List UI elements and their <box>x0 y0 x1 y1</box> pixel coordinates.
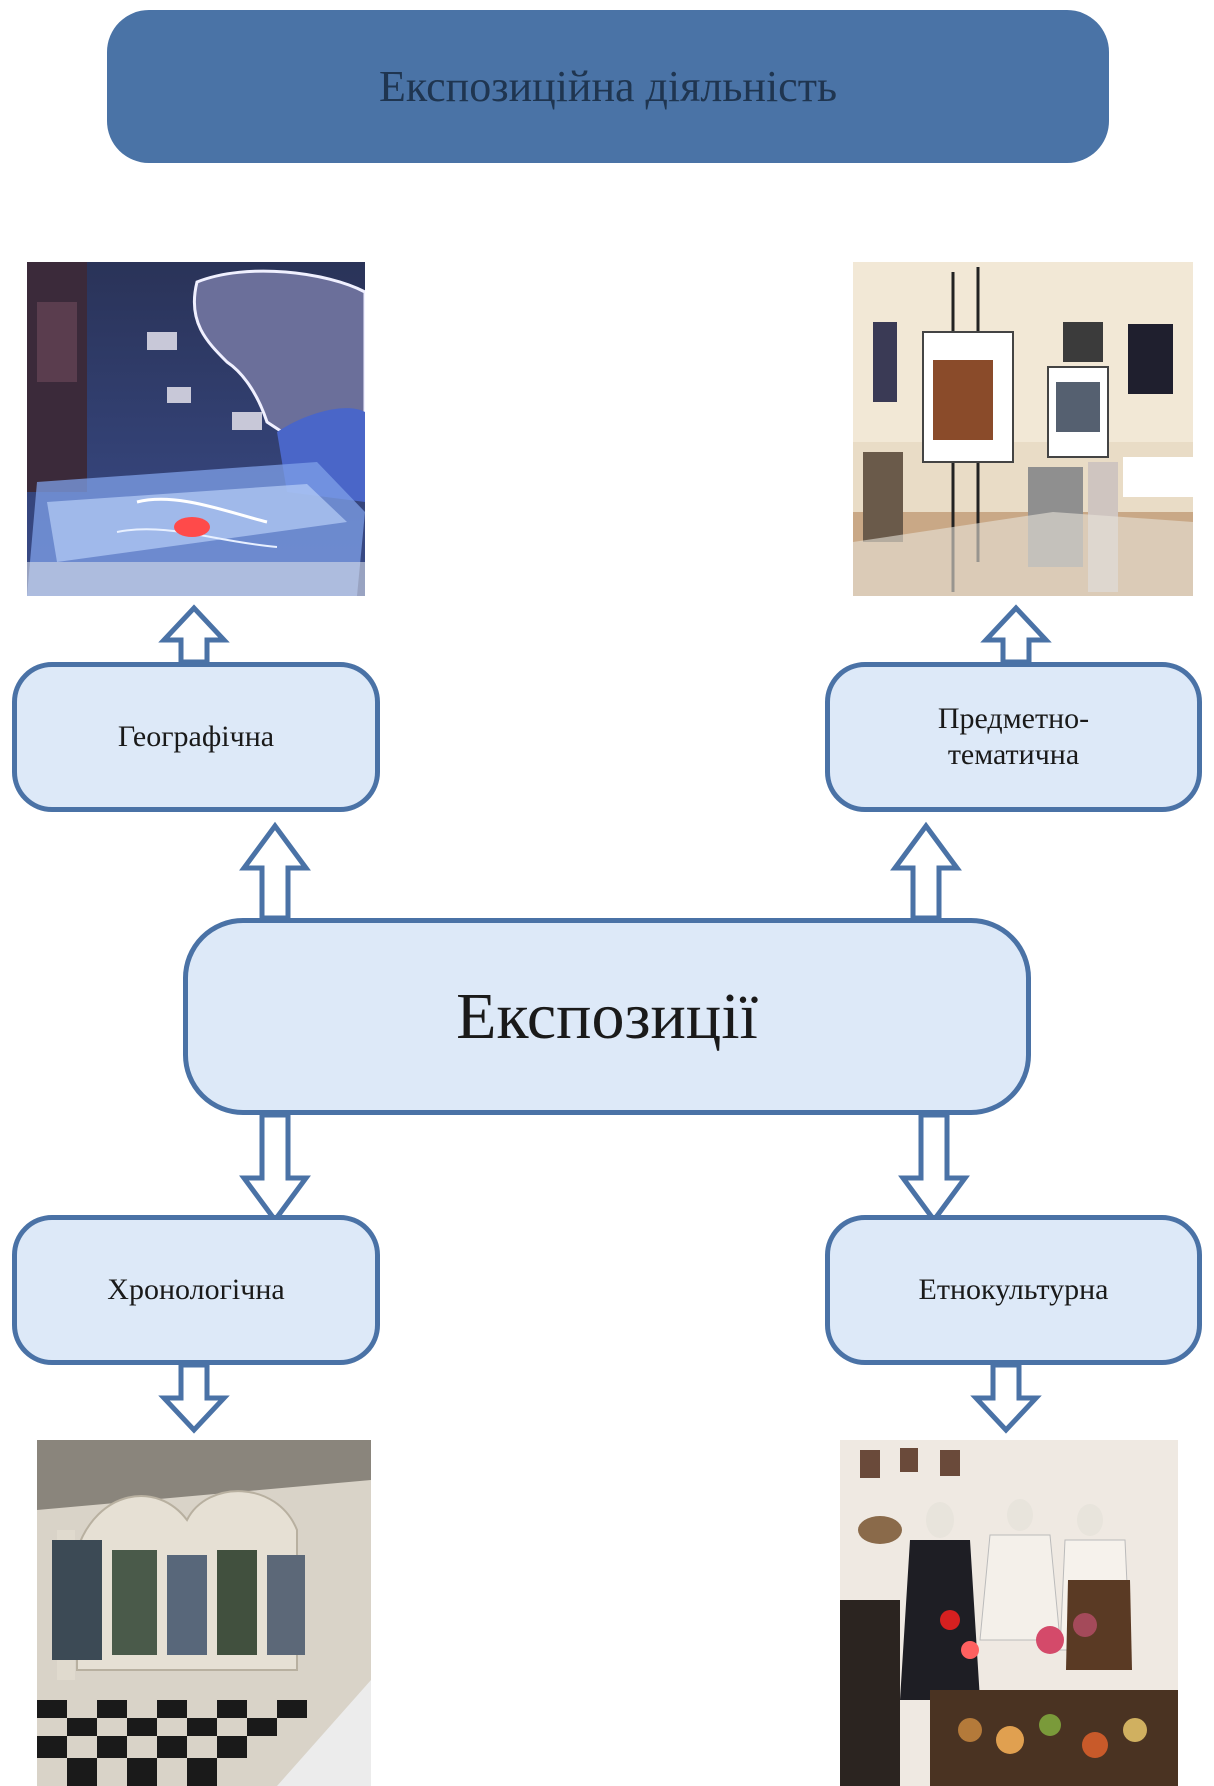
title-banner: Експозиційна діяльність <box>107 10 1109 163</box>
arrow-down-ethnocultural <box>898 1112 970 1225</box>
arrow-up-subject <box>890 821 962 921</box>
node-geographic-label: Географічна <box>117 720 275 753</box>
arrow-down-chronological <box>239 1112 311 1225</box>
photo-geographic <box>27 262 365 596</box>
arrow-up-geographic-photo <box>158 604 230 665</box>
node-subject-thematic: Предметно-тематична <box>825 662 1202 812</box>
node-center: Експозиції <box>183 918 1031 1115</box>
node-center-label: Експозиції <box>456 979 758 1053</box>
photo-ethnocultural <box>840 1440 1178 1786</box>
node-subject-thematic-label: Предметно-тематична <box>937 702 1090 771</box>
node-chronological: Хронологічна <box>12 1215 380 1365</box>
photo-subject-thematic <box>853 262 1193 596</box>
photo-chronological <box>37 1440 371 1786</box>
arrow-down-ethnocultural-photo <box>970 1362 1042 1434</box>
arrow-up-subject-photo <box>980 604 1052 665</box>
node-chronological-label: Хронологічна <box>107 1273 285 1306</box>
diagram-title: Експозиційна діяльність <box>378 62 838 111</box>
node-geographic: Географічна <box>12 662 380 812</box>
arrow-down-chronological-photo <box>158 1362 230 1434</box>
node-ethnocultural-label: Етнокультурна <box>918 1273 1109 1306</box>
arrow-up-geographic <box>239 821 311 921</box>
node-ethnocultural: Етнокультурна <box>825 1215 1202 1365</box>
